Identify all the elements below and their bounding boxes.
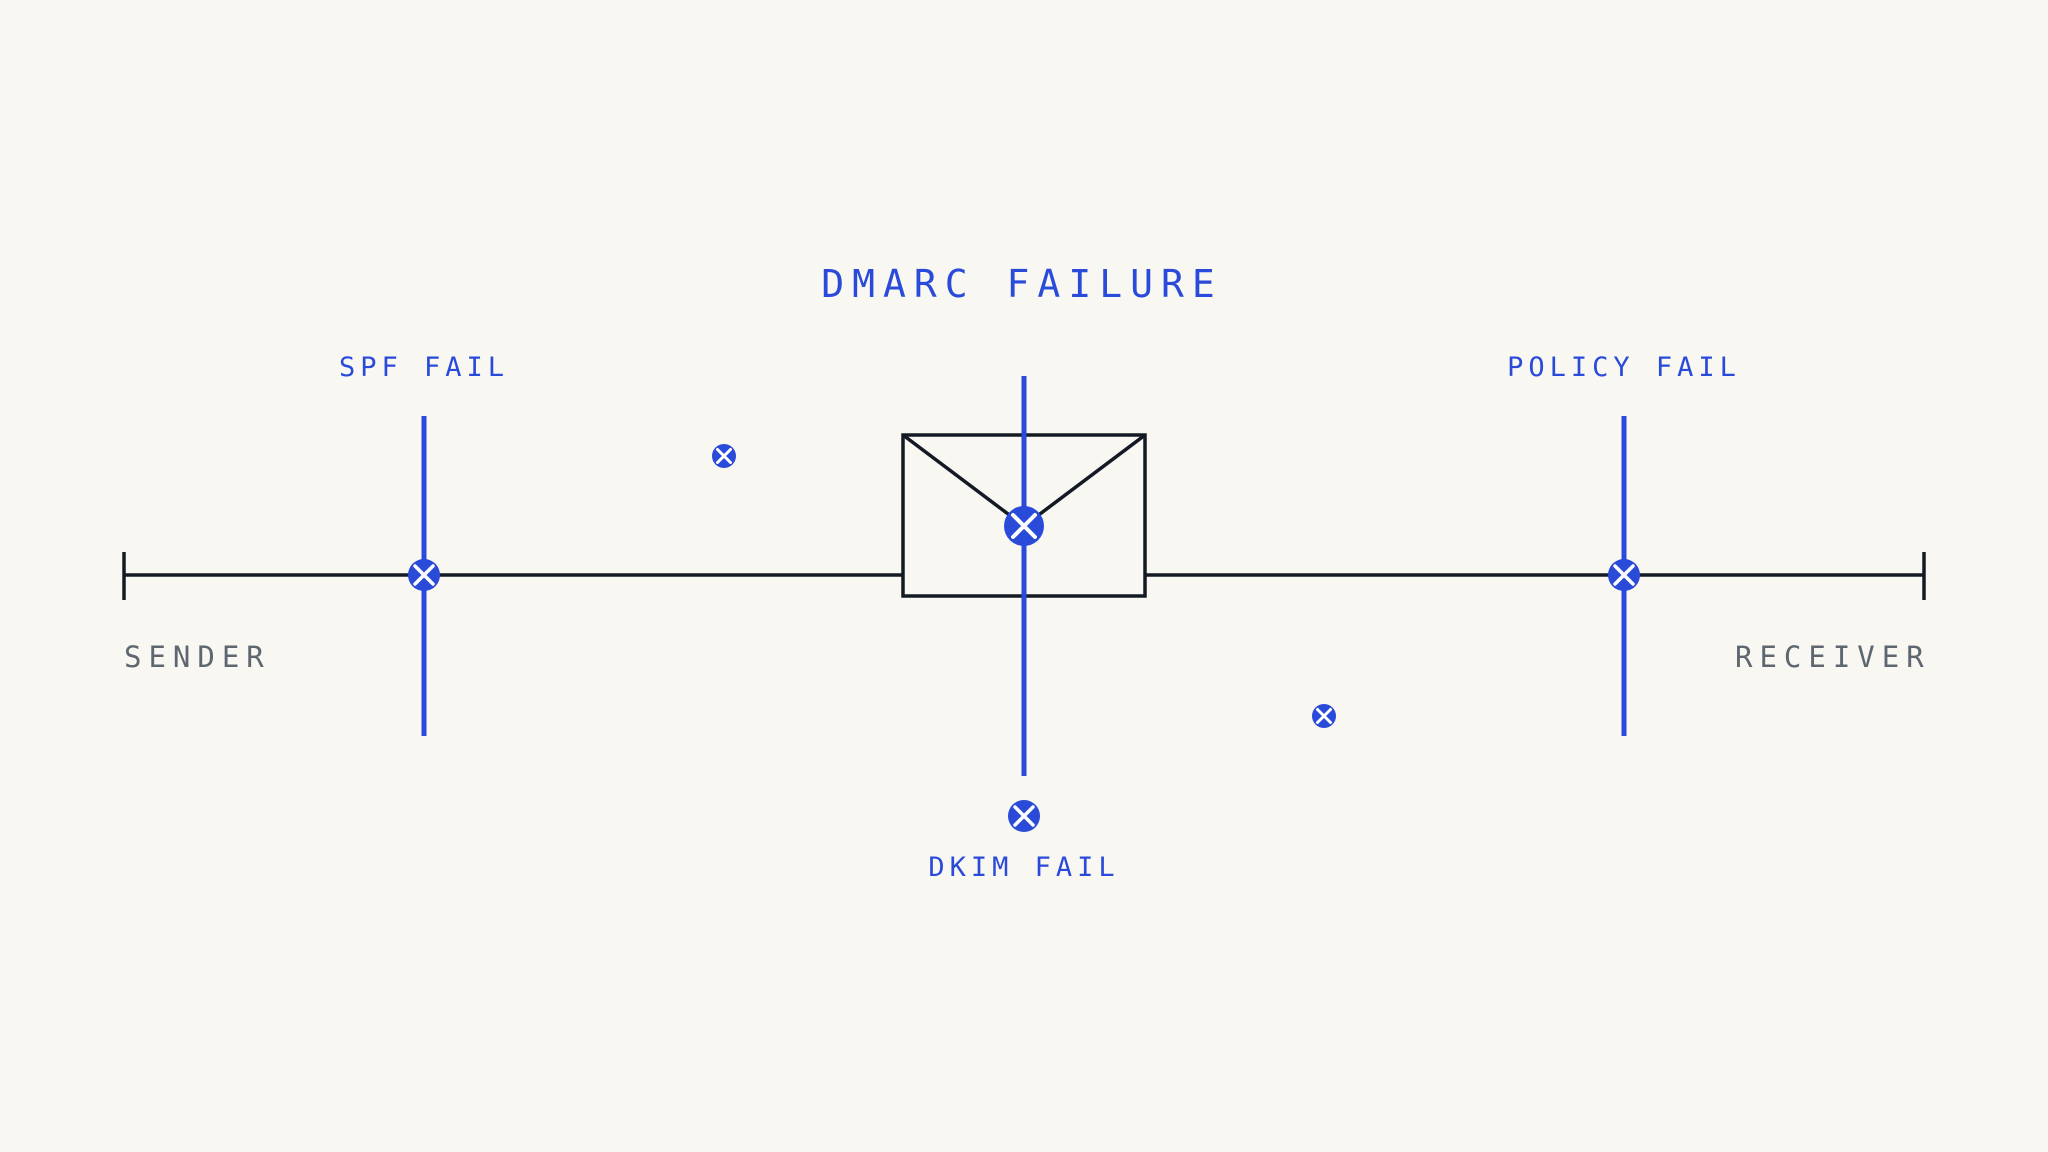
spf-fail-label: SPF FAIL <box>338 352 510 383</box>
spf-fail-marker <box>408 559 440 591</box>
sender-label: SENDER <box>124 640 271 674</box>
mail-path <box>122 552 1926 600</box>
policy-fail-label: POLICY FAIL <box>1507 352 1741 383</box>
dkim-fail-marker <box>1008 800 1040 832</box>
stray-fail-marker-upper <box>712 444 736 468</box>
policy-fail-marker <box>1608 559 1640 591</box>
envelope-fail-marker <box>1004 506 1044 546</box>
stray-fail-marker-lower <box>1312 704 1336 728</box>
dkim-fail-label: DKIM FAIL <box>928 852 1120 883</box>
receiver-label: RECEIVER <box>1735 640 1931 674</box>
diagram-title: DMARC FAILURE <box>821 262 1223 306</box>
